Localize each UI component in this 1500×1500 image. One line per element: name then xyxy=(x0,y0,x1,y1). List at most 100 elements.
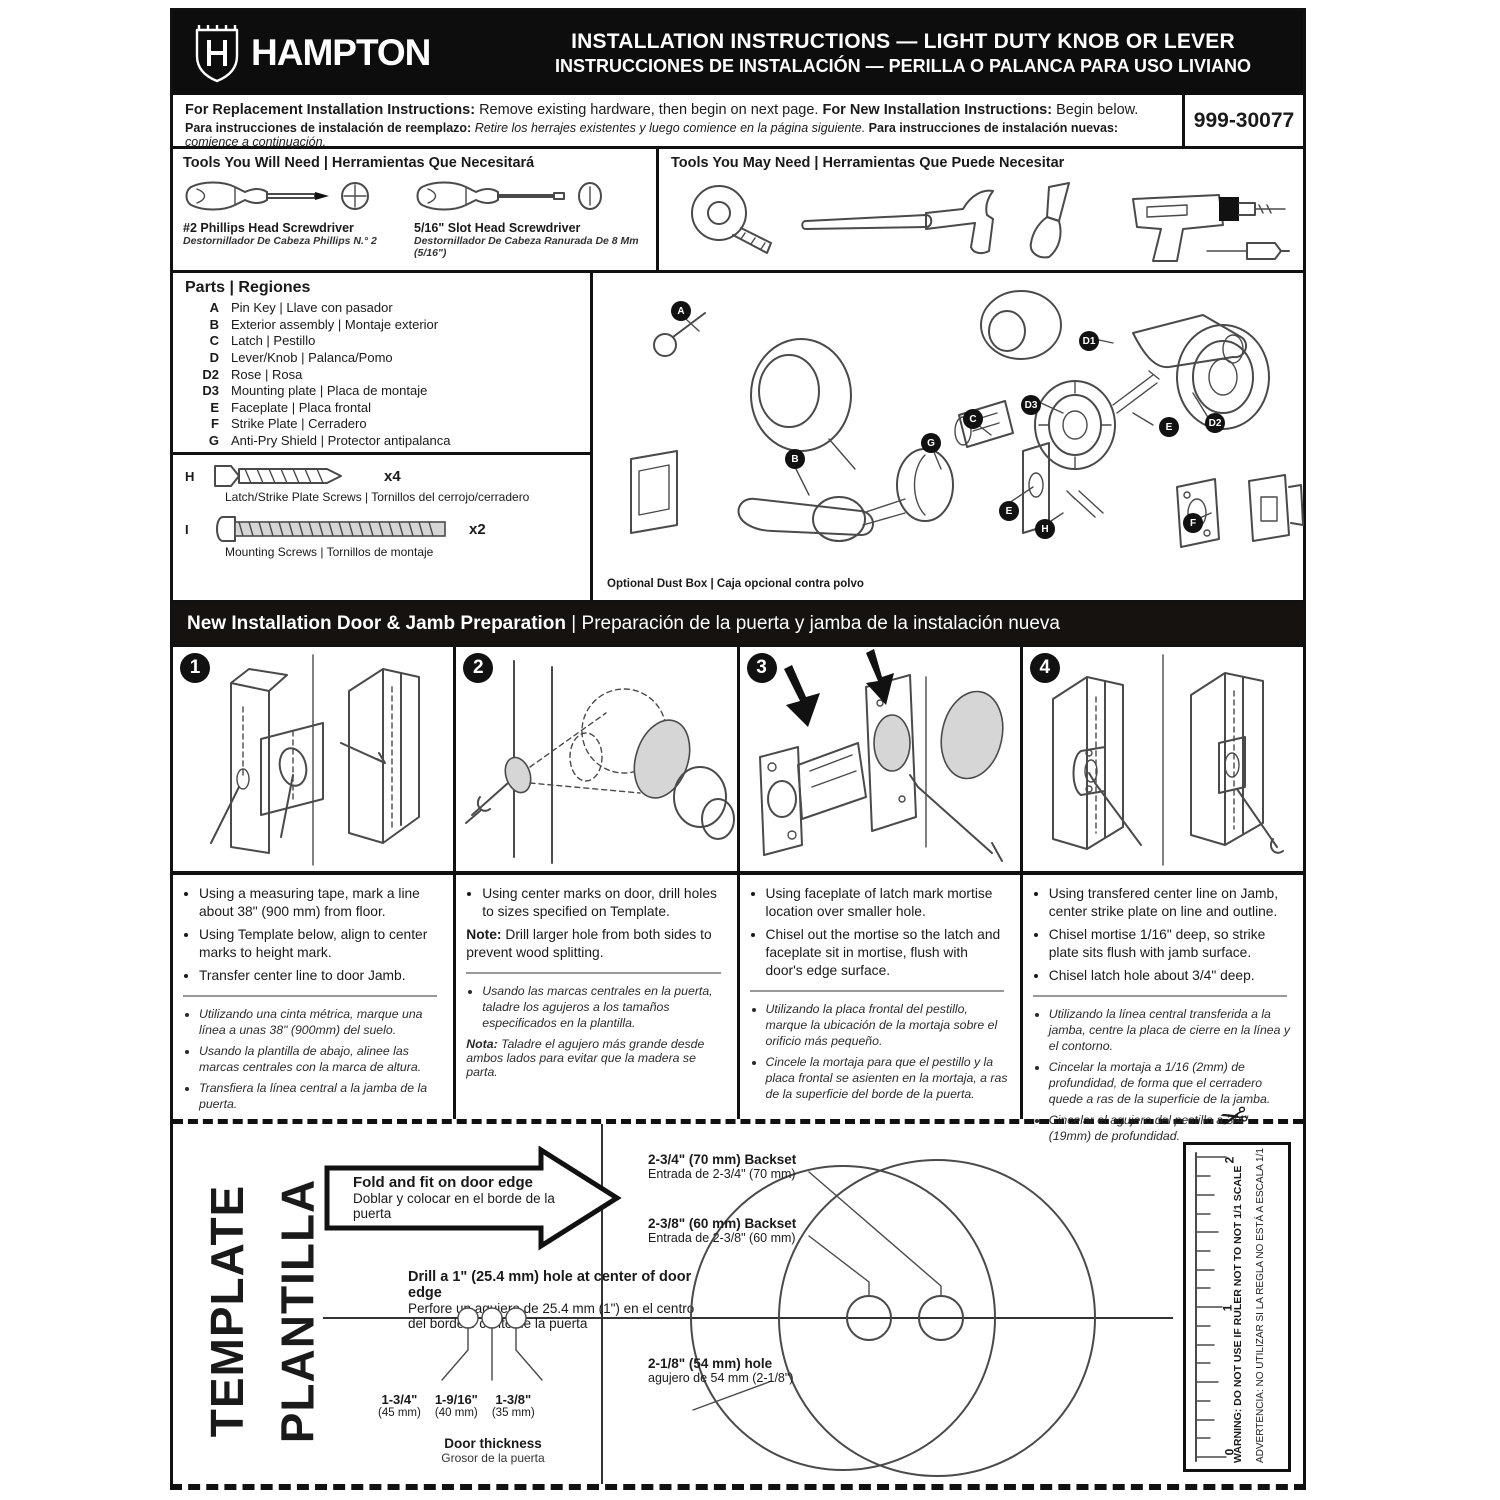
step-4-number: 4 xyxy=(1029,653,1060,683)
template-section: ✂ TEMPLATE PLANTILLA Fold and fit on doo… xyxy=(173,1096,1303,1484)
section-title-en: New Installation Door & Jamb Preparation xyxy=(187,612,567,634)
screw-key: I xyxy=(185,521,189,537)
header-titles: INSTALLATION INSTRUCTIONS — LIGHT DUTY K… xyxy=(521,29,1285,78)
ruler-number-2: 2 xyxy=(1222,1156,1237,1164)
diagram-label-d2: D2 xyxy=(1205,413,1225,433)
part-label: Faceplate | Placa frontal xyxy=(231,399,371,415)
parts-title: Parts | Regiones xyxy=(185,279,311,296)
info-en-text2: Begin below. xyxy=(1052,102,1139,118)
exploded-parts-diagram: A B C G E E H F D1 D2 D3 Optional Dust B… xyxy=(593,273,1304,600)
bullet-es: Cincelar el agujero del pestillo a 3/4" … xyxy=(1049,1113,1291,1145)
diagram-label-h: H xyxy=(1035,519,1055,539)
part-item: E Faceplate | Placa frontal xyxy=(185,400,578,417)
bullet-es: Usando la plantilla de abajo, alinee las… xyxy=(199,1044,441,1076)
dust-box-caption: Optional Dust Box | Caja opcional contra… xyxy=(607,578,864,590)
bullet-es: Utilizando la línea central transferida … xyxy=(1049,1007,1291,1055)
tools-need-title: Tools You Will Need | Herramientas Que N… xyxy=(183,155,535,171)
door-thickness-caption: Door thickness Grosor de la puerta xyxy=(441,1436,545,1465)
step-2-figure: 2 xyxy=(456,647,737,875)
shield-logo-icon xyxy=(191,22,243,84)
tools-may-title: Tools You May Need | Herramientas Que Pu… xyxy=(671,155,1065,171)
chisel-icon xyxy=(1029,182,1070,259)
screw-qty: x2 xyxy=(469,520,486,538)
tools-row: Tools You Will Need | Herramientas Que N… xyxy=(173,149,1303,273)
title-en: INSTALLATION INSTRUCTIONS — LIGHT DUTY K… xyxy=(571,29,1235,53)
screw-qty: x4 xyxy=(384,467,401,485)
header: HAMPTON INSTALLATION INSTRUCTIONS — LIGH… xyxy=(173,11,1303,95)
divider xyxy=(183,994,438,997)
screw-item-i: I x2 xyxy=(185,514,578,544)
diagram-label-e2: E xyxy=(1159,417,1179,437)
part-label: Pin Key | Llave con pasador xyxy=(231,300,393,315)
part-item: A Pin Key | Llave con pasador xyxy=(185,300,578,317)
step-3-figure: 3 xyxy=(739,647,1020,875)
document: HAMPTON INSTALLATION INSTRUCTIONS — LIGH… xyxy=(170,8,1306,1490)
part-label: Mounting plate | Placa de montaje xyxy=(231,383,428,399)
part-label: Strike Plate | Cerradero xyxy=(231,416,367,432)
diagram-label-c: C xyxy=(963,409,983,429)
divider xyxy=(1032,994,1287,997)
tool-name-en: 5/16" Slot Head Screwdriver xyxy=(414,221,581,235)
bullet-es: Cincele la mortaja para que el pestillo … xyxy=(766,1055,1008,1103)
diagram-label-b: B xyxy=(785,449,805,469)
template-centerline xyxy=(323,1317,1173,1319)
pan-screw-icon xyxy=(209,514,459,544)
bullet: Chisel latch hole about 3/4" deep. xyxy=(1049,967,1291,985)
part-number: 999-30077 xyxy=(1182,95,1303,146)
brand-name: HAMPTON xyxy=(251,32,431,73)
hole-54-label: 2-1/8" (54 mm) hole agujero de 54 mm (2-… xyxy=(648,1356,794,1385)
drill-instruction: Drill a 1" (25.4 mm) hole at center of d… xyxy=(408,1269,698,1331)
section-bar: New Installation Door & Jamb Preparation… xyxy=(173,603,1303,647)
drill-en: Drill a 1" (25.4 mm) hole at center of d… xyxy=(408,1269,692,1301)
tape-measure-icon xyxy=(691,185,772,254)
diagram-label-f: F xyxy=(1183,513,1203,533)
phillips-screwdriver-icon xyxy=(183,173,388,219)
bullet: Using Template below, align to center ma… xyxy=(199,926,441,962)
info-es-bold1: Para instrucciones de instalación de ree… xyxy=(185,121,472,135)
part-key: E xyxy=(210,399,219,415)
fold-label-es: Doblar y colocar en el borde de la puert… xyxy=(353,1191,555,1221)
tool-slot-screwdriver: 5/16" Slot Head Screwdriver Destornillad… xyxy=(414,173,646,259)
info-es-text2: comience a continuación. xyxy=(185,135,327,149)
part-label: Latch | Pestillo xyxy=(231,333,316,349)
section-title-es: Preparación de la puerta y jamba de la i… xyxy=(581,612,1061,634)
ruler-warning-es: ADVERTENCIA: NO UTILIZAR SI LA REGLA NO … xyxy=(1255,1148,1266,1463)
step-1-figure: 1 xyxy=(173,647,454,875)
info-text: For Replacement Installation Instruction… xyxy=(173,95,1182,149)
bullet: Chisel out the mortise so the latch and … xyxy=(766,926,1008,980)
step-4-text: Using transfered center line on Jamb, ce… xyxy=(1023,875,1303,1153)
tools-you-will-need: Tools You Will Need | Herramientas Que N… xyxy=(173,149,659,270)
info-es-text1: Retire los herrajes existentes y luego c… xyxy=(471,121,869,135)
bullet-es: Transfiera la línea central a la jamba d… xyxy=(199,1081,441,1113)
fold-label-en: Fold and fit on door edge xyxy=(353,1174,533,1191)
spade-bit-icon xyxy=(1206,242,1290,260)
diagram-label-e1: E xyxy=(999,501,1019,521)
info-en-bold2: For New Installation Instructions: xyxy=(822,102,1053,118)
info-en-text1: Remove existing hardware, then begin on … xyxy=(475,102,823,118)
part-key: B xyxy=(209,316,219,332)
info-line-es: Para instrucciones de instalación de ree… xyxy=(185,121,1172,149)
parts-row: Parts | Regiones A Pin Key | Llave con pa… xyxy=(173,273,1304,603)
step-4: 4 xyxy=(1022,647,1303,1143)
template-vertical-title: TEMPLATE PLANTILLA xyxy=(179,1134,323,1464)
step-4-figure: 4 xyxy=(1022,647,1303,875)
step-2-number: 2 xyxy=(463,653,494,683)
parts-left: Parts | Regiones A Pin Key | Llave con pa… xyxy=(173,273,593,600)
step-3-text: Using faceplate of latch mark mortise lo… xyxy=(740,875,1020,1119)
part-key: D xyxy=(209,349,219,365)
diagram-label-d1: D1 xyxy=(1079,331,1099,351)
flat-screw-icon xyxy=(209,463,374,489)
bullet: Chisel mortise 1/16" deep, so strike pla… xyxy=(1049,926,1291,962)
diagram-label-a: A xyxy=(671,301,691,321)
part-key: A xyxy=(209,300,219,315)
tool-name-es: Destornillador De Cabeza Ranurada De 8 M… xyxy=(414,235,639,259)
bullet-es: Usando las marcas centrales en la puerta… xyxy=(482,984,724,1032)
backset-60-label: 2-3/8" (60 mm) Backset Entrada de 2-3/8"… xyxy=(648,1216,797,1245)
bullet-es: Utilizando una cinta métrica, marque una… xyxy=(199,1007,441,1039)
tools-may-icons xyxy=(671,173,1291,265)
